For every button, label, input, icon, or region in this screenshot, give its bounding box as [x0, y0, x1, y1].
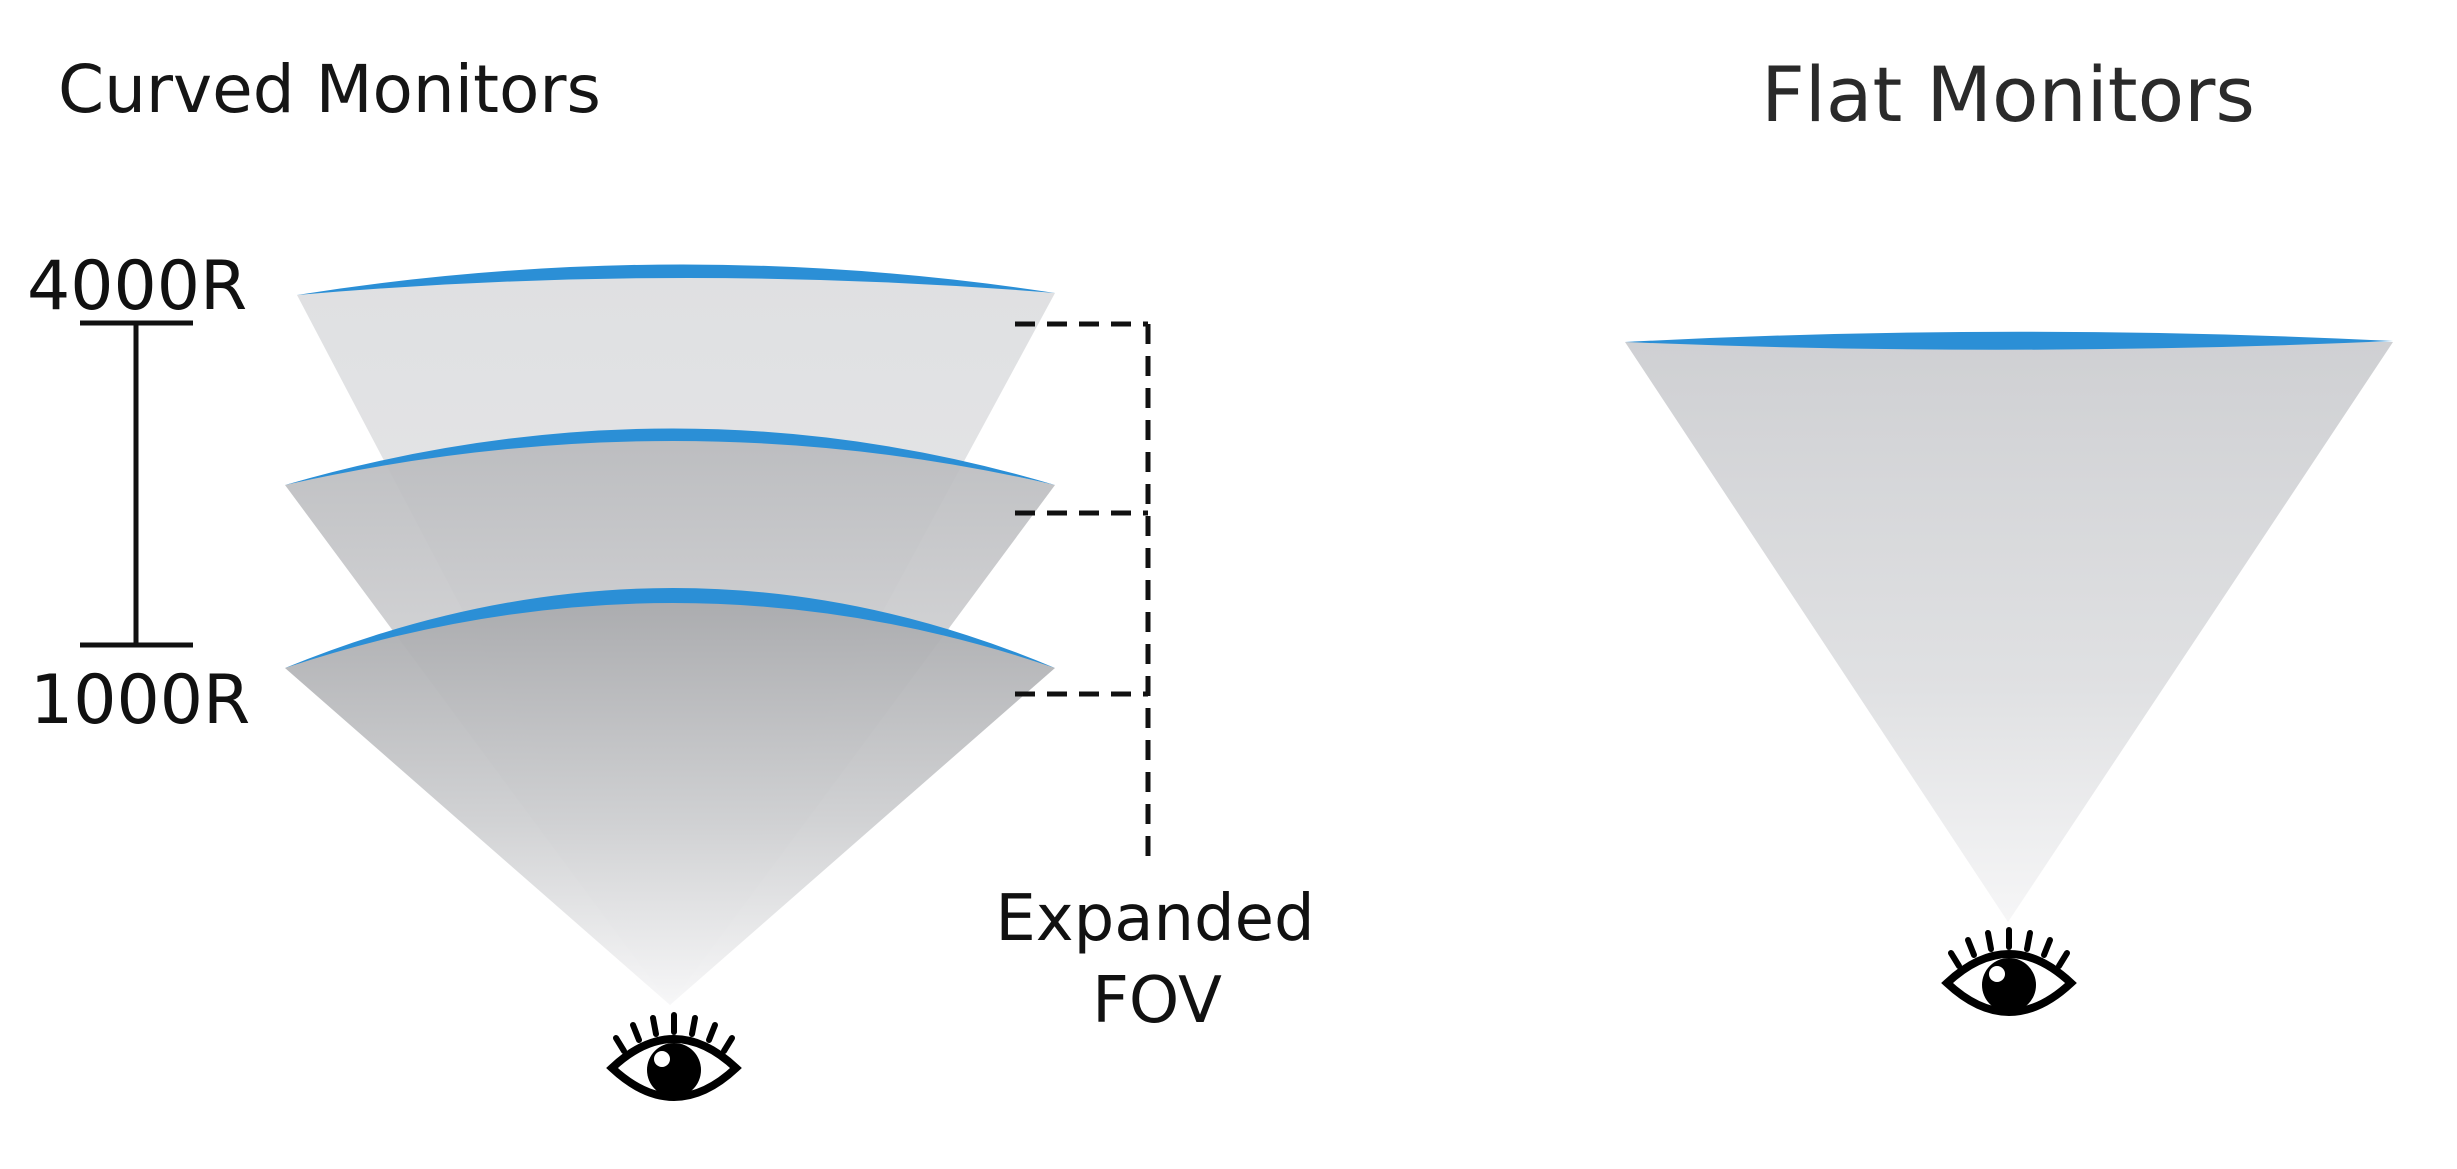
label-1000r: 1000R — [30, 661, 250, 740]
curved-screen-1000r — [285, 588, 1055, 668]
curved-screen-4000r — [297, 264, 1055, 295]
curved-1000r-view-cone — [285, 599, 1055, 1005]
radius-scale-bar — [80, 320, 193, 648]
expanded-fov-bracket — [1015, 321, 1151, 866]
flat-screen — [1625, 331, 2393, 350]
flat-monitors-title: Flat Monitors — [1761, 50, 2255, 139]
curved-screen-mid — [285, 428, 1055, 485]
eye-icon — [606, 1012, 742, 1101]
eye-icon — [1941, 927, 2077, 1016]
expanded-fov-label-line2: FOV — [1092, 964, 1222, 1038]
label-4000r: 4000R — [27, 247, 247, 326]
expanded-fov-label-line1: Expanded — [995, 882, 1314, 956]
curved-monitors-title: Curved Monitors — [58, 51, 601, 128]
flat-view-cone — [1625, 342, 2393, 922]
